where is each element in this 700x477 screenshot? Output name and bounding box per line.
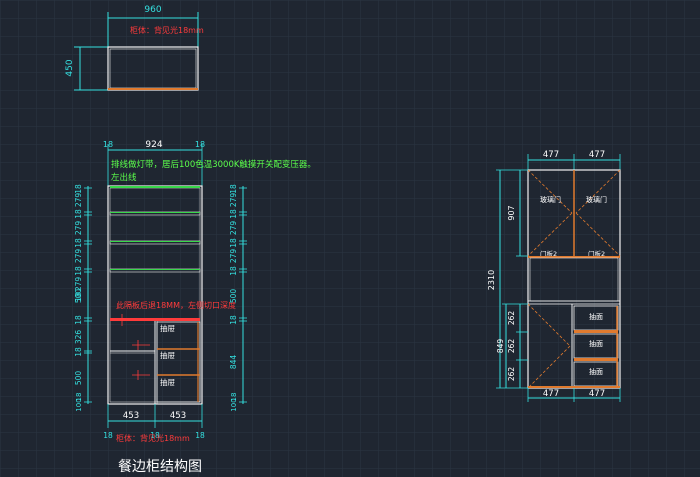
right-dim-3: 18 — [229, 209, 238, 219]
hinge-left-label: 门板2 — [540, 249, 557, 258]
left-dim-6: 279 — [74, 249, 83, 264]
top-view: 960 柜体：背见光18mm 450 — [65, 5, 204, 91]
hinge-right-label: 门板2 — [588, 249, 605, 258]
left-dim-12: 326 — [74, 330, 83, 345]
right-dim-2: 279 — [229, 193, 238, 208]
left-dim-5: 18 — [74, 238, 83, 248]
right-dim-9: 18 — [229, 315, 238, 325]
side-drawer-label-1: 抽面 — [589, 312, 603, 321]
top-depth-dim: 450 — [65, 59, 75, 76]
right-dim-7: 18 — [229, 266, 238, 276]
bottom-note: 柜体：背见光18mm — [116, 433, 190, 443]
right-dim-4: 279 — [229, 221, 238, 236]
side-dim-262-b: 262 — [507, 339, 516, 354]
front-top-dim-right: 18 — [195, 140, 205, 149]
side-top-dim-left: 477 — [543, 150, 559, 160]
drawing-caption: 餐边柜结构图 — [118, 459, 202, 475]
front-top-dim-left: 18 — [103, 140, 113, 149]
left-dim-10: 500 — [74, 289, 83, 304]
glass-door-left-label: 玻璃门 — [540, 195, 561, 204]
left-dim-14: 500 — [74, 371, 83, 386]
right-dim-11: 18 — [230, 393, 238, 402]
left-dim-9: 18 — [74, 292, 83, 302]
side-dim-907: 907 — [507, 205, 516, 220]
front-left-dims: 18 279 18 279 18 279 18 279 18 500 18 32… — [74, 184, 83, 412]
wire-note: 左出线 — [111, 172, 137, 183]
drawer-label-2: 抽屉 — [160, 350, 175, 360]
side-view: 477 477 玻璃门 玻璃门 门板2 门板2 — [487, 150, 621, 402]
bottom-small-3: 18 — [195, 431, 205, 440]
right-dim-5: 18 — [229, 238, 238, 248]
drawer-label-3: 抽屉 — [160, 377, 175, 387]
left-dim-2: 279 — [74, 193, 83, 208]
lighting-note: 排线做灯带，居后100色温3000K触摸开关配变压器。 — [111, 159, 316, 170]
door-swing-lines — [527, 169, 621, 257]
left-dim-7: 18 — [74, 266, 83, 276]
right-dim-12: 100 — [230, 398, 238, 411]
left-dim-1: 18 — [74, 184, 83, 194]
partition-note: 此隔板后退18MM，左侧切口深度 — [116, 300, 236, 310]
shelves — [109, 186, 201, 273]
bottom-dim-right: 453 — [170, 411, 186, 421]
front-right-dims: 18 279 18 279 18 279 18 500 18 844 18 10… — [229, 184, 238, 412]
right-dim-6: 279 — [229, 249, 238, 264]
bottom-small-2: 18 — [150, 431, 160, 440]
top-note: 柜体：背见光18mm — [130, 25, 204, 35]
top-width-dim: 960 — [144, 5, 161, 15]
bottom-dim-left: 453 — [123, 411, 139, 421]
left-dim-13: 18 — [74, 347, 83, 357]
drawer-label-1: 抽屉 — [160, 323, 175, 333]
bottom-small-1: 18 — [103, 431, 113, 440]
side-drawer-label-3: 抽面 — [589, 367, 603, 376]
side-drawers: 抽面 抽面 抽面 — [573, 305, 619, 387]
left-dim-15: 18 — [75, 393, 83, 402]
right-dim-8: 500 — [229, 289, 238, 304]
side-dim-2310: 2310 — [487, 270, 496, 290]
left-dim-4: 279 — [74, 221, 83, 236]
side-bottom-dim-left: 477 — [543, 389, 559, 399]
side-dim-849: 849 — [496, 339, 505, 354]
side-top-dim-right: 477 — [589, 150, 605, 160]
side-dim-262-a: 262 — [507, 311, 516, 326]
left-dim-11: 18 — [74, 315, 83, 325]
right-dim-10: 844 — [229, 355, 238, 370]
glass-door-right-label: 玻璃门 — [586, 195, 607, 204]
side-bottom-dim-right: 477 — [589, 389, 605, 399]
front-view: 18 924 18 排线做灯带，居后100色温3000K触摸开关配变压器。 左出… — [74, 140, 316, 443]
right-dim-1: 18 — [229, 184, 238, 194]
left-dim-8: 279 — [74, 277, 83, 292]
left-dim-3: 18 — [74, 209, 83, 219]
recessed-partition — [110, 318, 200, 321]
front-top-dim-mid: 924 — [145, 140, 162, 150]
side-dim-262-c: 262 — [507, 367, 516, 382]
left-dim-16: 100 — [75, 398, 83, 411]
front-drawers: 抽屉 抽屉 抽屉 — [118, 314, 201, 403]
side-drawer-label-2: 抽面 — [589, 339, 603, 348]
